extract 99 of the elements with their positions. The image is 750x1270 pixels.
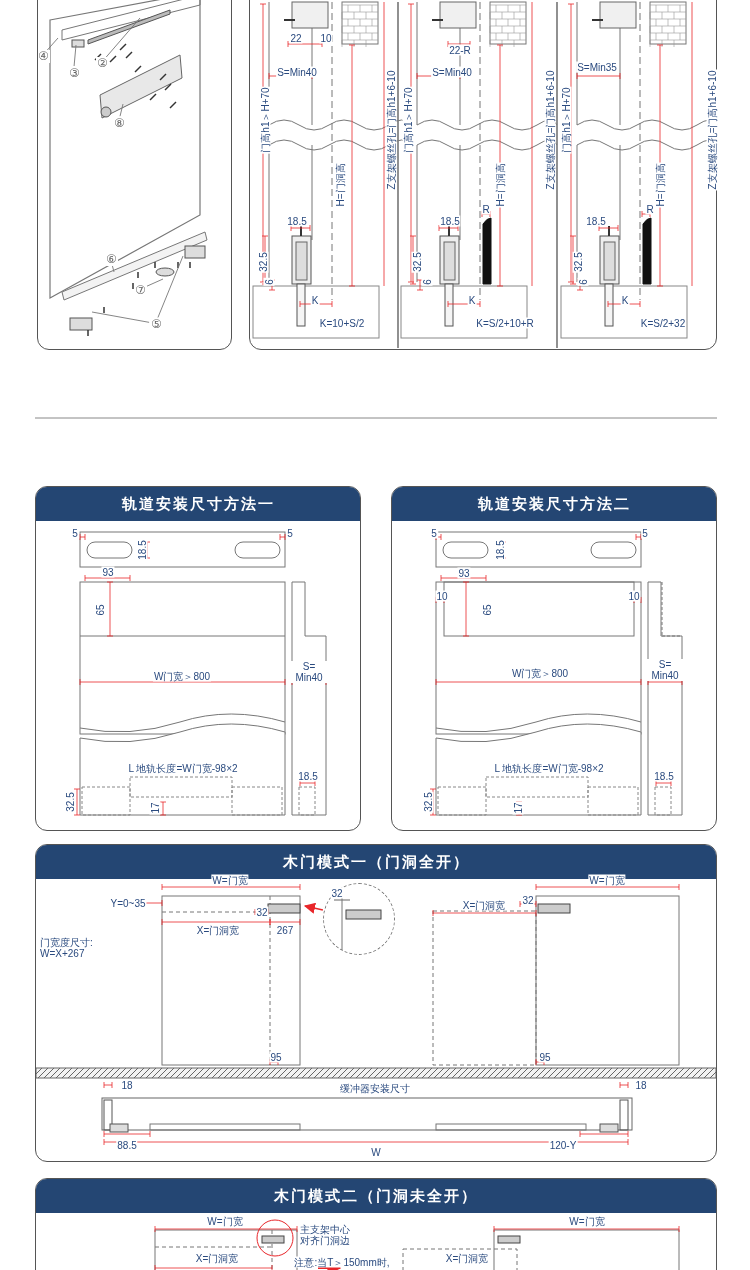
note-text: 主支架中心对齐门洞边 <box>299 1224 353 1246</box>
dimension-label: 93 <box>101 566 115 578</box>
arrow <box>303 902 324 914</box>
dimension-label: 18.5 <box>136 539 148 561</box>
leader-line <box>145 278 164 288</box>
dimension-label: 88.5 <box>116 1139 138 1151</box>
dimension-label: 267 <box>275 924 295 936</box>
dimension-label: 10 <box>435 590 449 602</box>
dimension-label: Z支架螺丝孔=门高h1+6-10 <box>544 69 556 191</box>
dimension-label: K=S/2+32 <box>639 317 687 329</box>
dimension-label: 95 <box>269 1051 283 1063</box>
dimension-label: H=门洞高 <box>334 162 346 208</box>
dimension-label: W门宽＞800 <box>510 667 570 679</box>
callout-number: ⑧ <box>113 117 126 130</box>
dimension-label: 18.5 <box>439 215 461 227</box>
dimension-label: 18 <box>634 1079 648 1091</box>
dimension-label: S= Min40 <box>646 659 684 681</box>
leader-line <box>119 103 124 117</box>
dimension-label: 22 <box>289 32 303 44</box>
dimension-label: R <box>481 203 491 215</box>
dimension-label: 18.5 <box>494 539 506 561</box>
dimension-label: X=门洞宽 <box>461 899 507 911</box>
dimension-label: 5 <box>71 527 79 539</box>
dimension-label: S= Min40 <box>290 661 328 683</box>
dimension-label: K <box>620 294 630 306</box>
callout-number: ② <box>96 57 109 70</box>
dimension-label: W门宽＞800 <box>152 670 212 682</box>
dimension-label: 32.5 <box>572 251 584 273</box>
note-text: 注意:当T＞150mm时, <box>293 1256 391 1268</box>
dimension-label: K <box>310 294 320 306</box>
door-mode-panel <box>35 1178 717 1270</box>
callout-number: ⑥ <box>105 253 118 266</box>
panel-heading: 轨道安装尺寸方法二 <box>392 487 716 521</box>
dimension-label: S=Min35 <box>576 61 618 73</box>
dimension-label: 32.5 <box>411 251 423 273</box>
dimension-label: 95 <box>538 1051 552 1063</box>
leader-line <box>157 255 184 318</box>
leader-line <box>111 264 115 273</box>
dimension-label: 18.5 <box>286 215 308 227</box>
dimension-label: H=门洞高 <box>654 162 666 208</box>
callout-number: ④ <box>38 50 50 63</box>
dimension-label: Y=0~35 <box>109 897 147 909</box>
dimension-label: S=Min40 <box>431 66 473 78</box>
door-mode-panel <box>35 844 717 1162</box>
callout-number: ③ <box>68 67 81 80</box>
dimension-label: 5 <box>641 527 649 539</box>
dimension-label: K=10+S/2 <box>318 317 366 329</box>
dimension-label: S=Min40 <box>276 66 318 78</box>
dimension-label: 10 <box>319 32 333 44</box>
dimension-label: R <box>645 203 655 215</box>
callout-number: ⑤ <box>150 318 163 331</box>
dimension-label: Z支架螺丝孔=门高h1+6-10 <box>706 69 718 191</box>
leader-line <box>73 44 77 67</box>
dimension-label: 32 <box>330 887 344 899</box>
dimension-label: X=门洞宽 <box>444 1252 490 1264</box>
dimension-label: 32.5 <box>64 791 76 813</box>
dimension-label: K <box>467 294 477 306</box>
dimension-label: 缓冲器安装尺寸 <box>339 1082 411 1094</box>
dimension-label: 93 <box>457 567 471 579</box>
dimension-label: 22-R <box>448 44 472 56</box>
dimension-label: 120-Y <box>548 1139 578 1151</box>
dimension-label: 32 <box>255 906 269 918</box>
dimension-label: 17 <box>512 801 524 815</box>
dimension-label: 5 <box>286 527 294 539</box>
dimension-label: 6 <box>577 278 589 286</box>
dimension-label: 18.5 <box>297 770 319 782</box>
dimension-label: 5 <box>430 527 438 539</box>
callout-number: ⑦ <box>134 284 147 297</box>
dimension-label: W <box>370 1146 382 1158</box>
dimension-label: 门高h1＞H+70 <box>402 86 414 154</box>
dimension-label: 18.5 <box>585 215 607 227</box>
dimension-label: 18.5 <box>653 770 675 782</box>
dimension-label: 门高h1＞H+70 <box>259 86 271 154</box>
dimension-label: 32.5 <box>257 251 269 273</box>
dimension-label: 17 <box>149 801 161 815</box>
dimension-label: W=门宽 <box>568 1215 606 1227</box>
dimension-label: W=门宽 <box>206 1215 244 1227</box>
dimension-label: 门高h1＞H+70 <box>560 86 572 154</box>
dimension-label: 32 <box>521 894 535 906</box>
panel-heading: 轨道安装尺寸方法一 <box>36 487 360 521</box>
dimension-label: 6 <box>421 278 433 286</box>
dimension-label: L 地轨长度=W门宽-98×2 <box>493 762 605 774</box>
dimension-label: 6 <box>263 278 275 286</box>
dimension-label: H=门洞高 <box>494 162 506 208</box>
dimension-label: 10 <box>627 590 641 602</box>
dimension-label: Z支架螺丝孔=门高h1+6-10 <box>385 69 397 191</box>
panel-heading: 木门模式二（门洞未全开） <box>36 1179 716 1213</box>
dimension-label: 32.5 <box>422 791 434 813</box>
leader-line <box>46 37 59 52</box>
dimension-label: L 地轨长度=W门宽-98×2 <box>127 762 239 774</box>
dimension-label: X=门洞宽 <box>195 924 241 936</box>
dimension-label: W=门宽 <box>588 874 626 886</box>
dimension-label: K=S/2+10+R <box>475 317 535 329</box>
dimension-label: 65 <box>94 603 106 617</box>
leader-line <box>105 17 141 59</box>
leader-line <box>91 311 150 323</box>
dimension-label: X=门洞宽 <box>194 1252 240 1264</box>
dimension-label: 65 <box>481 603 493 617</box>
dimension-label: 18 <box>120 1079 134 1091</box>
